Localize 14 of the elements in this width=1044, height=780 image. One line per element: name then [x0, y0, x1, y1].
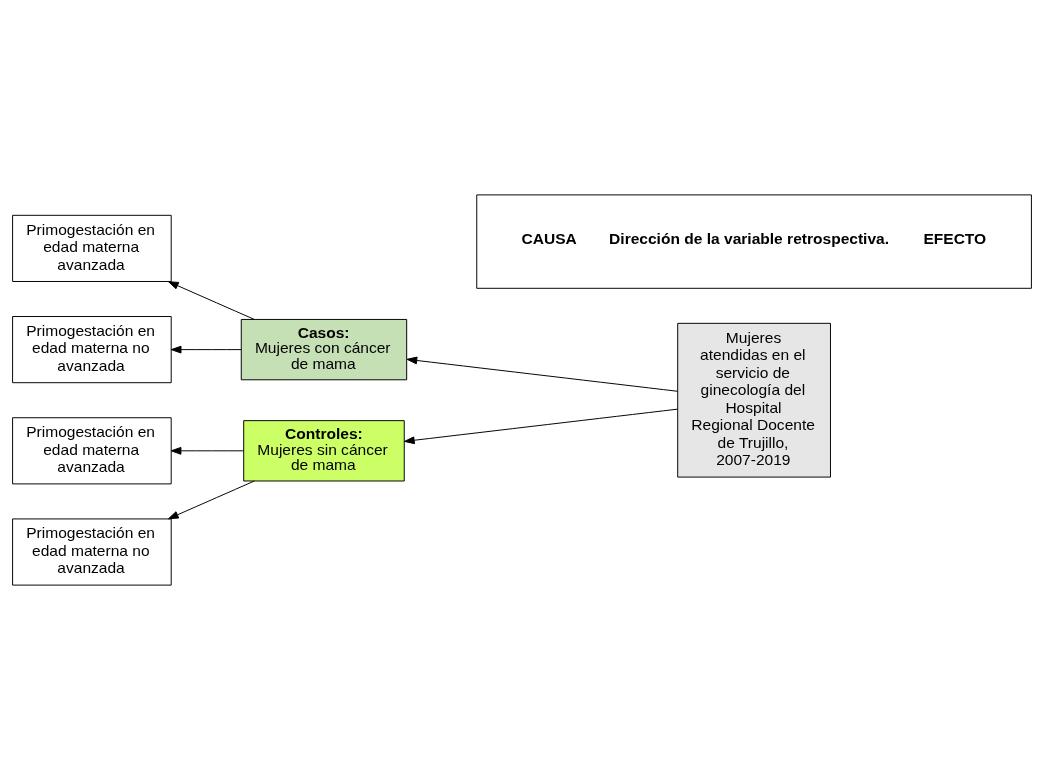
node-box: Casos: Mujeres con cáncer de mama [240, 318, 408, 381]
node-box: Mujeres atendidas en el servicio de ginecología del Hospital Regional Docente de Trujillo, 2007-2019 [677, 322, 831, 478]
arrow [168, 480, 255, 520]
arrow [170, 345, 242, 354]
arrow [170, 446, 244, 455]
node-box: Primogestación en edad materna avanzada [12, 214, 172, 282]
node-box: Controles: Mujeres sin cáncer de mama [243, 420, 405, 482]
arrow [168, 281, 255, 320]
node-box: Primogestación en edad materna no avanzada [12, 518, 172, 586]
node-box: Primogestación en edad materna no avanzada [12, 316, 172, 384]
node-box: CAUSA Dirección de la variable retrospectiva. EFECTO [476, 194, 1032, 289]
node-box: Primogestación en edad materna avanzada [12, 417, 172, 485]
arrow [404, 408, 679, 445]
arrow [406, 356, 679, 392]
